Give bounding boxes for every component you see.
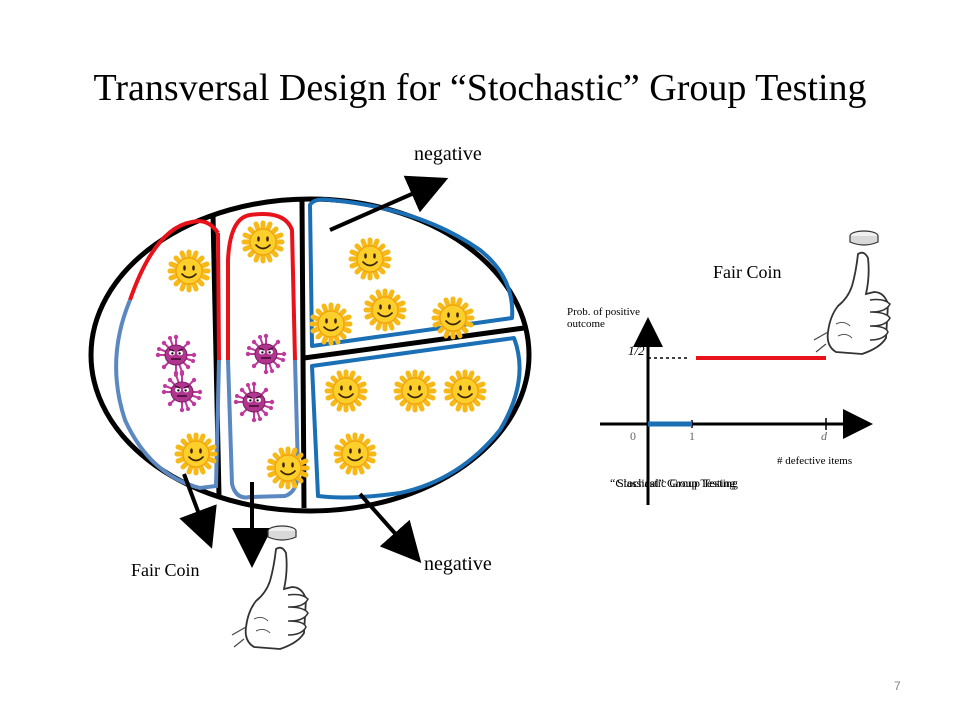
y-axis-label-line2: outcome [567,318,605,330]
x-tick-label-1: 1 [689,429,695,443]
x-axis-label: # defective items [777,455,853,467]
healthy-item-icon [244,223,282,261]
probability-graph [600,317,873,505]
x-tick-label-0: 0 [630,429,636,443]
coin-flip-hand-icon [813,230,891,355]
slide-title: Transversal Design for “Stochastic” Grou… [93,67,867,109]
coin-flip-hand-icon [231,525,309,650]
healthy-item-icon [170,252,208,290]
page-number: 7 [894,679,901,693]
y-axis-label-line1: Prob. of positive [567,306,641,318]
arrow-fair-coin-1 [179,473,217,549]
negative-label-bottom: negative [424,553,492,575]
group3-blue-region [308,197,515,348]
healthy-item-icon [366,291,404,329]
healthy-item-icon [327,372,365,410]
negative-label-top: negative [414,143,482,165]
fair-coin-label-left: Fair Coin [131,560,200,580]
defective-items [154,332,288,424]
group1-red-curve [128,219,220,301]
group1-blue-curve [114,299,221,491]
y-tick-half: 1/2 [628,343,645,358]
y-axis-label: Prob. of positive outcome [567,306,640,330]
test-arrows [179,175,449,568]
healthy-item-icon [434,299,472,337]
fair-coin-label-right: Fair Coin [713,262,782,282]
arrow-negative-top [329,175,449,232]
healthy-item-icon [312,305,350,343]
healthy-item-icon [269,449,307,487]
healthy-item-icon [396,372,434,410]
defective-item-icon [244,332,288,376]
defective-item-icon [160,370,204,414]
healthy-item-icon [351,240,389,278]
healthy-item-icon [336,435,374,473]
healthy-item-icon [446,372,484,410]
arrow-negative-bottom [358,492,422,563]
group2-red-curve [226,212,297,361]
stochastic-group-testing-caption: Stochastic Group Testing [617,476,738,490]
classical-group-testing-caption: “Classical” Group Testing [610,476,736,490]
defective-item-icon [232,380,276,424]
x-tick-label-d: d [821,429,827,443]
defective-item-icon [154,333,198,377]
group4-blue-region [310,336,522,500]
healthy-item-icon [177,435,215,473]
item-pool-ellipse [88,196,532,514]
group1-red-edge [216,232,221,361]
